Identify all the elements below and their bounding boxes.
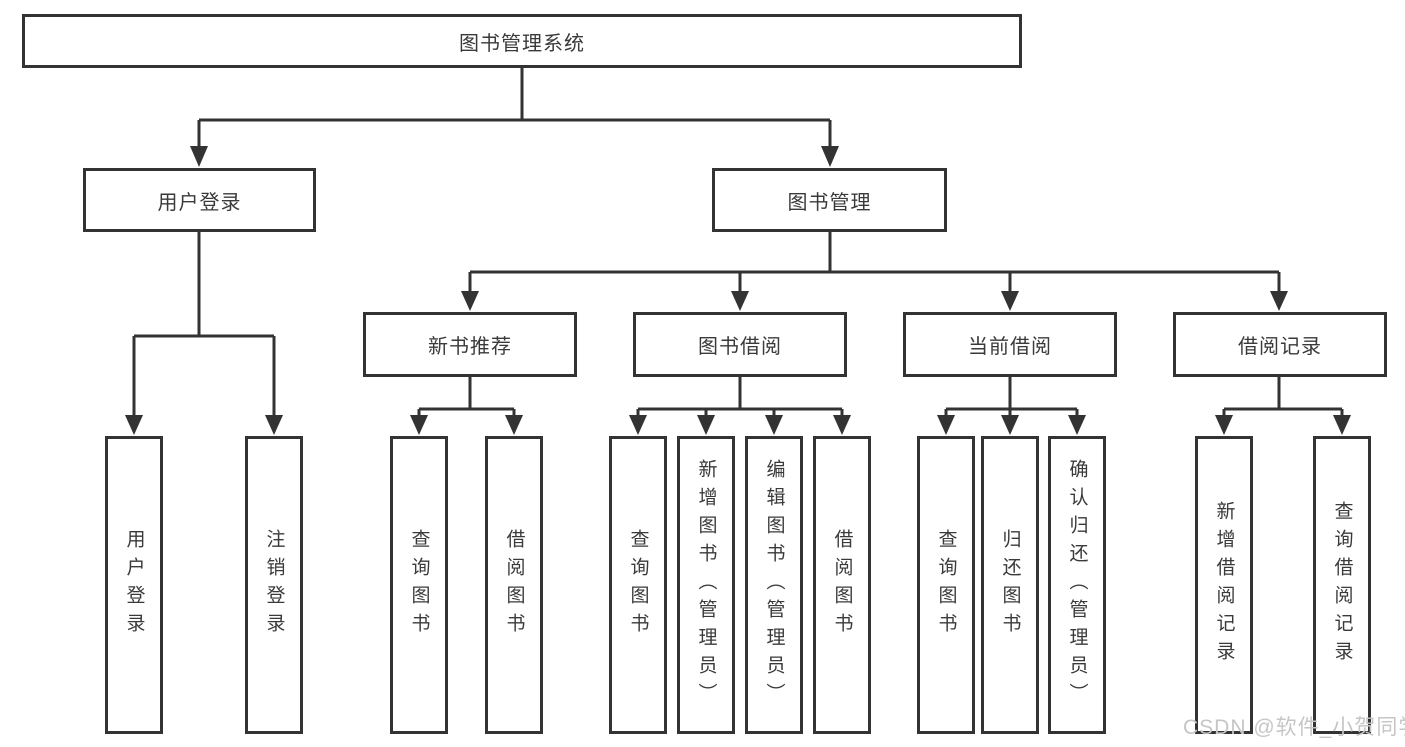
leaf-add-book-admin: 新增图书（管理员） bbox=[677, 436, 735, 734]
leaf-edit-book-admin: 编辑图书（管理员） bbox=[745, 436, 803, 734]
leaf-user-login-label: 用户登录 bbox=[123, 529, 145, 641]
leaf-confirm-return-admin: 确认归还（管理员） bbox=[1048, 436, 1106, 734]
leaf-query-books-current: 查询图书 bbox=[917, 436, 975, 734]
leaf-query-borrow-record-label: 查询借阅记录 bbox=[1331, 501, 1353, 669]
node-book-management: 图书管理 bbox=[712, 168, 947, 232]
node-new-book-recommendation-label: 新书推荐 bbox=[428, 336, 512, 358]
leaf-borrow-books-recommend: 借阅图书 bbox=[485, 436, 543, 734]
leaf-query-books-borrowing: 查询图书 bbox=[609, 436, 667, 734]
leaf-query-books-borrowing-label: 查询图书 bbox=[627, 529, 649, 641]
leaf-add-book-admin-label: 新增图书（管理员） bbox=[695, 459, 717, 711]
leaf-return-books: 归还图书 bbox=[981, 436, 1039, 734]
watermark-text: CSDN @软件_小贺同学 bbox=[1183, 716, 1405, 739]
leaf-logout-label: 注销登录 bbox=[263, 529, 285, 641]
leaf-query-books-current-label: 查询图书 bbox=[935, 529, 957, 641]
node-user-login: 用户登录 bbox=[83, 168, 316, 232]
node-book-borrowing: 图书借阅 bbox=[633, 312, 847, 377]
node-root: 图书管理系统 bbox=[22, 14, 1022, 68]
node-borrowing-records-label: 借阅记录 bbox=[1238, 336, 1322, 358]
leaf-query-borrow-record: 查询借阅记录 bbox=[1313, 436, 1371, 734]
leaf-borrow-books-borrowing: 借阅图书 bbox=[813, 436, 871, 734]
node-book-management-label: 图书管理 bbox=[787, 191, 872, 214]
node-new-book-recommendation: 新书推荐 bbox=[363, 312, 577, 377]
leaf-logout: 注销登录 bbox=[245, 436, 303, 734]
node-current-borrowing-label: 当前借阅 bbox=[968, 336, 1052, 358]
leaf-borrow-books-recommend-label: 借阅图书 bbox=[503, 529, 525, 641]
leaf-add-borrow-record: 新增借阅记录 bbox=[1195, 436, 1253, 734]
leaf-add-borrow-record-label: 新增借阅记录 bbox=[1213, 501, 1235, 669]
leaf-query-books-recommend: 查询图书 bbox=[390, 436, 448, 734]
leaf-edit-book-admin-label: 编辑图书（管理员） bbox=[763, 459, 785, 711]
node-borrowing-records: 借阅记录 bbox=[1173, 312, 1387, 377]
node-root-label: 图书管理系统 bbox=[459, 32, 585, 55]
node-book-borrowing-label: 图书借阅 bbox=[698, 336, 782, 358]
node-current-borrowing: 当前借阅 bbox=[903, 312, 1117, 377]
leaf-user-login: 用户登录 bbox=[105, 436, 163, 734]
leaf-borrow-books-borrowing-label: 借阅图书 bbox=[831, 529, 853, 641]
node-user-login-label: 用户登录 bbox=[157, 191, 242, 214]
leaf-return-books-label: 归还图书 bbox=[999, 529, 1021, 641]
leaf-query-books-recommend-label: 查询图书 bbox=[408, 529, 430, 641]
leaf-confirm-return-admin-label: 确认归还（管理员） bbox=[1066, 459, 1088, 711]
